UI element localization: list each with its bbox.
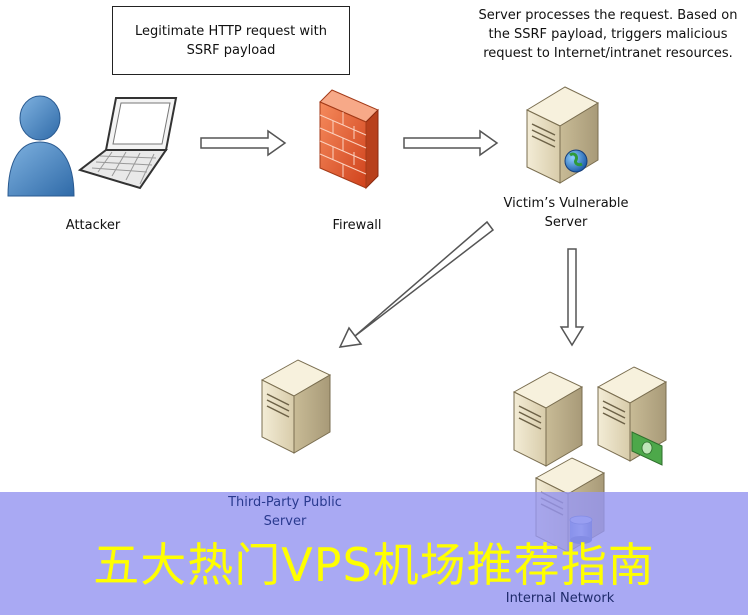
victim-server-label: Victim’s Vulnerable Server: [486, 194, 646, 232]
server-note-line: the SSRF payload, triggers malicious: [488, 27, 728, 42]
third-party-label-line: Third-Party Public: [228, 495, 342, 510]
banner-title: 五大热门VPS机场推荐指南: [93, 538, 655, 592]
server-note: Server processes the request. Based on t…: [470, 6, 746, 63]
internal-server-1-icon: [512, 371, 584, 467]
arrow-victim-to-third-party: [338, 220, 495, 348]
server-note-line: Server processes the request. Based on: [478, 8, 738, 23]
firewall-icon: [319, 89, 379, 190]
arrow-attacker-to-firewall: [200, 129, 287, 157]
victim-server-icon: [525, 86, 600, 184]
third-party-label-line: Server: [263, 514, 307, 529]
victim-label-line: Victim’s Vulnerable: [503, 196, 629, 211]
third-party-server-icon: [260, 359, 332, 454]
internal-network-label: Internal Network: [505, 591, 615, 606]
arrow-firewall-to-victim: [403, 129, 499, 157]
request-note-text: Legitimate HTTP request with SSRF payloa…: [135, 23, 327, 58]
promo-banner: [0, 492, 748, 615]
money-icon: [631, 431, 663, 466]
third-party-label: Third-Party Public Server: [205, 493, 365, 531]
victim-label-line: Server: [544, 215, 588, 230]
attacker-person-icon: [7, 95, 75, 197]
attacker-label: Attacker: [65, 218, 121, 233]
laptop-icon: [77, 97, 178, 190]
request-note-box: Legitimate HTTP request with SSRF payloa…: [112, 6, 350, 75]
server-note-line: request to Internet/intranet resources.: [483, 46, 733, 61]
firewall-label: Firewall: [332, 218, 382, 233]
arrow-victim-to-internal: [559, 248, 585, 347]
